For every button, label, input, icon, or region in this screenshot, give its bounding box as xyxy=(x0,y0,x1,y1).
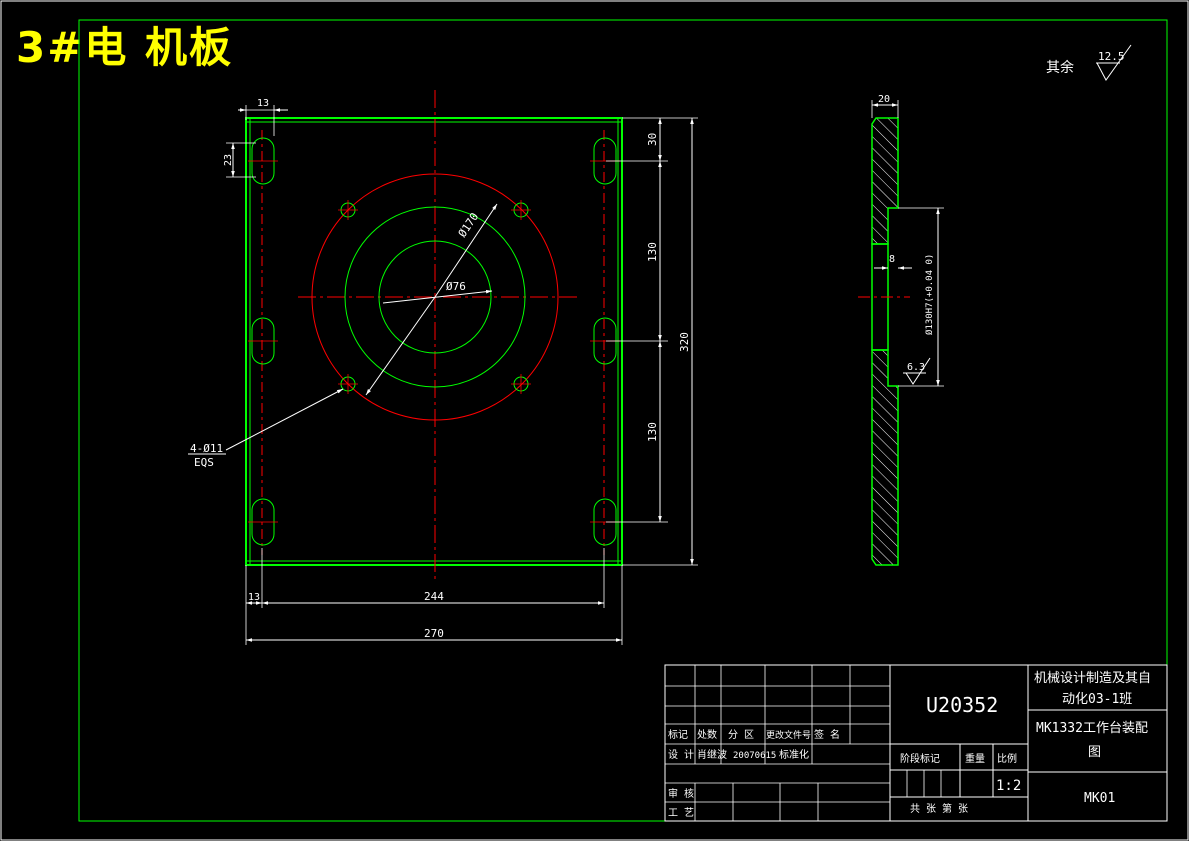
sheet-title: 3#电 机板 xyxy=(16,23,234,72)
dim-slot-span: 244 xyxy=(424,590,444,603)
dim-slot-length: 23 xyxy=(223,154,234,166)
dim-slot-offset: 13 xyxy=(257,98,269,109)
dim-left-margin: 13 xyxy=(248,592,260,603)
dim-thickness: 20 xyxy=(878,94,890,105)
standardization-label: 标准化 xyxy=(779,748,809,761)
process-role: 工 艺 xyxy=(668,807,694,819)
scale-label: 比例 xyxy=(997,752,1017,765)
product-line-2: 图 xyxy=(1088,745,1101,760)
dim-total-height: 320 xyxy=(678,332,691,352)
dim-top-margin: 30 xyxy=(646,133,659,146)
dim-bore: Ø76 xyxy=(446,280,466,293)
plate-outline xyxy=(245,117,623,566)
title-block-text: 标记 处数 分 区 更改文件号 签 名 设 计 肖继波 20070615 标准化… xyxy=(668,671,1151,819)
rev-header-file: 更改文件号 xyxy=(766,729,811,741)
inner-frame xyxy=(78,19,1168,822)
scale-value: 1:2 xyxy=(996,778,1021,794)
roughness-side-symbol xyxy=(903,357,931,385)
dim-recess-dia: Ø130H7(+0.04 0) xyxy=(924,254,935,335)
mounting-slots xyxy=(251,137,617,546)
dim-bolt-circle: Ø170 xyxy=(456,210,482,239)
school-line-2: 动化03-1班 xyxy=(1062,692,1132,707)
side-section-lower xyxy=(871,349,899,566)
roughness-side-value: 6.3 xyxy=(907,362,925,373)
dim-slot-pitch-upper: 130 xyxy=(646,242,659,262)
rev-header-sign: 签 名 xyxy=(814,728,840,741)
front-view: Ø170 Ø76 4-Ø11 EQS 13 23 30 xyxy=(188,90,698,645)
part-number: MK01 xyxy=(1084,791,1115,806)
dim-total-width: 270 xyxy=(424,627,444,640)
sheets-label: 共 张 第 张 xyxy=(910,802,968,815)
designer-name: 肖继波 xyxy=(697,748,727,761)
side-section-upper xyxy=(871,117,899,245)
roughness-note: 其余 xyxy=(1046,59,1074,76)
designer-role: 设 计 xyxy=(668,748,694,761)
design-date: 20070615 xyxy=(733,751,776,761)
title-block xyxy=(664,664,1168,822)
stage-label: 阶段标记 xyxy=(900,752,940,765)
hole-callout-count: 4-Ø11 xyxy=(190,442,223,455)
rev-header-zone: 分 区 xyxy=(728,729,754,741)
bore-circle xyxy=(378,240,492,354)
roughness-main-value: 12.5 xyxy=(1098,50,1125,63)
rev-header-count: 处数 xyxy=(697,728,717,741)
bolt-pitch-circle xyxy=(311,173,559,421)
side-view: 20 8 Ø130H7(+0.04 0) 6.3 xyxy=(858,94,944,566)
reviewer-role: 审 核 xyxy=(668,787,694,800)
weight-label: 重量 xyxy=(965,752,985,765)
hole-callout-spacing: EQS xyxy=(194,456,214,469)
dim-recess-depth: 8 xyxy=(889,254,895,265)
recess-circle xyxy=(344,206,526,388)
drawing-code: U20352 xyxy=(926,693,998,717)
product-line-1: MK1332工作台装配 xyxy=(1036,721,1148,736)
rev-header-mark: 标记 xyxy=(668,729,688,741)
roughness-main-symbol xyxy=(1096,44,1132,81)
dim-slot-pitch-lower: 130 xyxy=(646,422,659,442)
school-line-1: 机械设计制造及其自 xyxy=(1034,671,1151,686)
